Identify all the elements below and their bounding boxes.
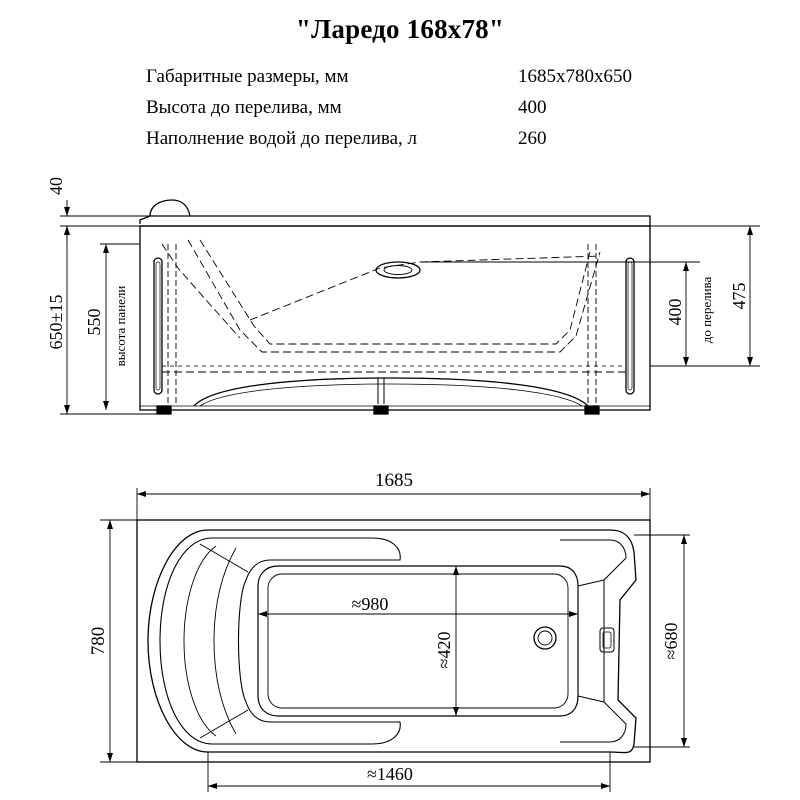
panel-label-text: высота панели [113, 286, 128, 367]
spec-label-water-volume: Наполнение водой до перелива, л [146, 128, 418, 149]
top-bath-outline [147, 529, 637, 754]
dim-680-text: ≈680 [661, 623, 681, 660]
spec-label-overflow-height: Высота до перелива, мм [146, 97, 342, 118]
dim-inner-width-text: ≈420 [434, 632, 454, 669]
side-slot-left [153, 257, 163, 395]
side-view [139, 199, 651, 415]
dim-475-text: 475 [729, 283, 749, 310]
dim-overflow-text: 400 [665, 299, 685, 326]
side-headrest [149, 199, 191, 217]
dim-length-text: 1685 [375, 470, 413, 491]
side-front-panel [139, 225, 651, 411]
spec-value-overflow-height: 400 [518, 97, 547, 118]
overflow-ring [375, 261, 421, 279]
drawing-title: "Ларедо 168х78" [295, 14, 505, 44]
drain-icon [533, 626, 557, 650]
top-outer-rim [136, 519, 651, 763]
dim-inner-length-text: ≈980 [352, 594, 389, 614]
dim-panel-text: 550 [84, 309, 104, 336]
side-slot-left-inner [155, 261, 161, 391]
side-slot-right-inner [627, 261, 633, 391]
side-bath-bottom [193, 377, 589, 407]
spec-value-dimensions: 1685х780х650 [518, 66, 632, 87]
foot-left [156, 405, 172, 415]
top-inner-basin [257, 565, 579, 717]
top-dimensions [100, 488, 690, 792]
dim-1460-text: ≈1460 [367, 764, 413, 784]
dim-width-text: 780 [88, 627, 109, 656]
side-slot-right [625, 257, 635, 395]
overflow-control-icon [599, 627, 615, 653]
overflow-label-text: до перелива [699, 277, 714, 344]
side-rim-top [139, 215, 651, 226]
spec-label-dimensions: Габаритные размеры, мм [146, 66, 349, 87]
spec-value-water-volume: 260 [518, 128, 547, 149]
dim-rim-text: 40 [46, 177, 66, 195]
foot-right [584, 405, 600, 415]
top-view [136, 519, 651, 763]
dim-total-height-text: 650±15 [46, 295, 66, 350]
foot-middle [373, 405, 389, 415]
side-dimensions [60, 200, 760, 415]
